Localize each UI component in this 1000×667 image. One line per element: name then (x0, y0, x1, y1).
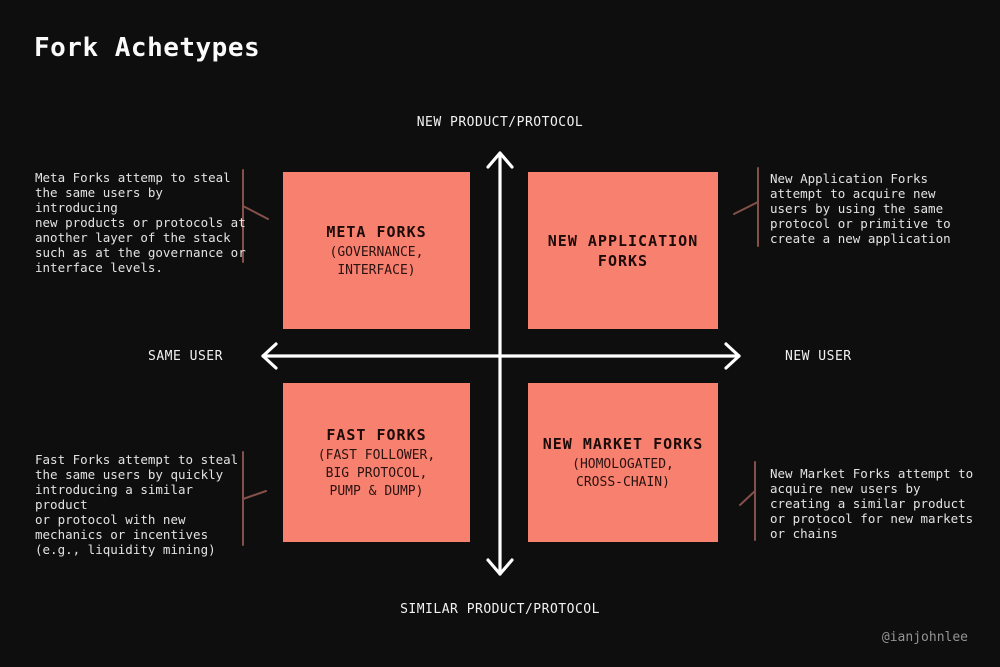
annotation-meta-forks: Meta Forks attemp to steal the same user… (35, 170, 246, 275)
quadrant-title: NEW APPLICATION FORKS (547, 231, 699, 270)
annotation-fast-forks: Fast Forks attempt to steal the same use… (35, 452, 239, 557)
axis-label-right: NEW USER (785, 349, 852, 364)
axis-label-bottom: SIMILAR PRODUCT/PROTOCOL (400, 602, 600, 617)
quadrant-new-market-forks: NEW MARKET FORKS (HOMOLOGATED, CROSS-CHA… (528, 383, 718, 542)
quadrant-subtitle: (HOMOLOGATED, CROSS-CHAIN) (572, 456, 674, 490)
page-title: Fork Achetypes (34, 33, 261, 63)
annotation-new-application-forks: New Application Forks attempt to acquire… (770, 171, 951, 246)
quadrant-title: META FORKS (326, 222, 427, 241)
axis-label-left: SAME USER (148, 349, 223, 364)
quadrant-title: NEW MARKET FORKS (542, 434, 704, 453)
annotation-new-market-forks: New Market Forks attempt to acquire new … (770, 466, 974, 541)
horizontal-axis-arrow (261, 342, 741, 370)
quadrant-title: FAST FORKS (326, 425, 427, 444)
quadrant-new-application-forks: NEW APPLICATION FORKS (528, 172, 718, 329)
quadrant-fast-forks: FAST FORKS (FAST FOLLOWER, BIG PROTOCOL,… (283, 383, 470, 542)
quadrant-meta-forks: META FORKS (GOVERNANCE, INTERFACE) (283, 172, 470, 329)
fork-tick-marks (242, 167, 759, 546)
quadrant-subtitle: (GOVERNANCE, INTERFACE) (329, 244, 424, 278)
axis-label-top: NEW PRODUCT/PROTOCOL (416, 115, 584, 130)
author-handle: @ianjohnlee (881, 630, 968, 645)
quadrant-subtitle: (FAST FOLLOWER, BIG PROTOCOL, PUMP & DUM… (317, 447, 436, 499)
vertical-axis-arrow (486, 151, 514, 576)
